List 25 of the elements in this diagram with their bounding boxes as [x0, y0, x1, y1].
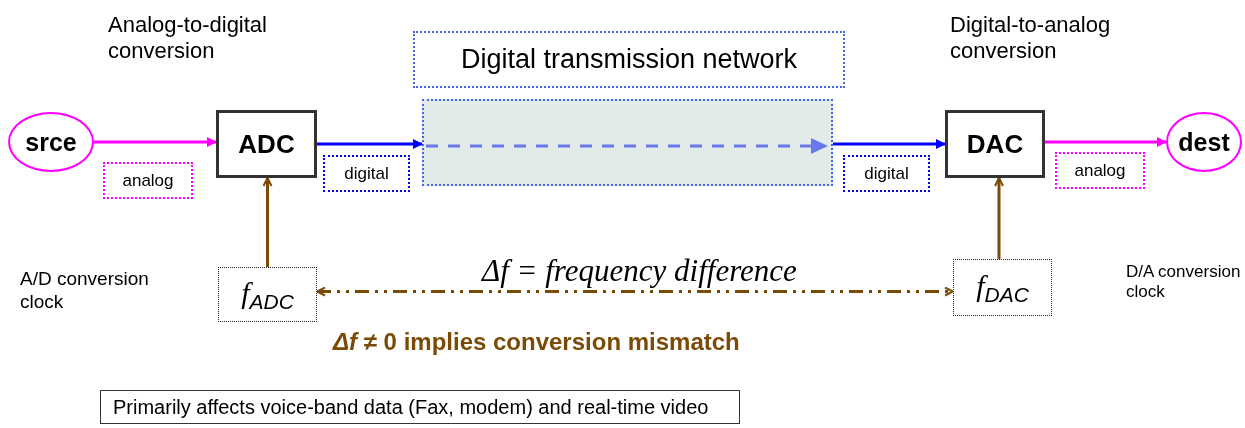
- clock-box: f$_{DAC}$: [953, 259, 1052, 316]
- text-label: A/D conversion clock: [20, 268, 150, 314]
- network-title-box: Digital transmission network: [413, 31, 845, 88]
- arrow: [1045, 137, 1167, 147]
- arrow: [994, 177, 1004, 259]
- edge-label: analog: [103, 162, 193, 199]
- arrow: [833, 139, 946, 149]
- clock-box: f$_{ADC}$: [218, 267, 317, 322]
- terminal-ellipse: dest: [1166, 112, 1242, 172]
- text-label: Analog-to-digital conversion: [108, 12, 268, 65]
- arrow: [317, 139, 423, 149]
- terminal-ellipse: srce: [8, 112, 94, 172]
- process-box: DAC: [945, 110, 1045, 178]
- text-label: D/A conversion clock: [1126, 262, 1242, 303]
- note-box: Primarily affects voice-band data (Fax, modem) and real-time video: [100, 390, 740, 424]
- text-label: Digital-to-analog conversion: [950, 12, 1112, 65]
- text-label: Δf ≠ 0 implies conversion mismatch: [333, 328, 740, 357]
- arrow: [262, 177, 273, 267]
- arrow: [316, 286, 954, 297]
- edge-label: analog: [1055, 152, 1145, 189]
- edge-label: digital: [323, 155, 410, 192]
- process-box: ADC: [216, 110, 317, 178]
- arrow: [94, 137, 217, 147]
- edge-label: digital: [843, 155, 930, 192]
- network-band: [422, 99, 833, 186]
